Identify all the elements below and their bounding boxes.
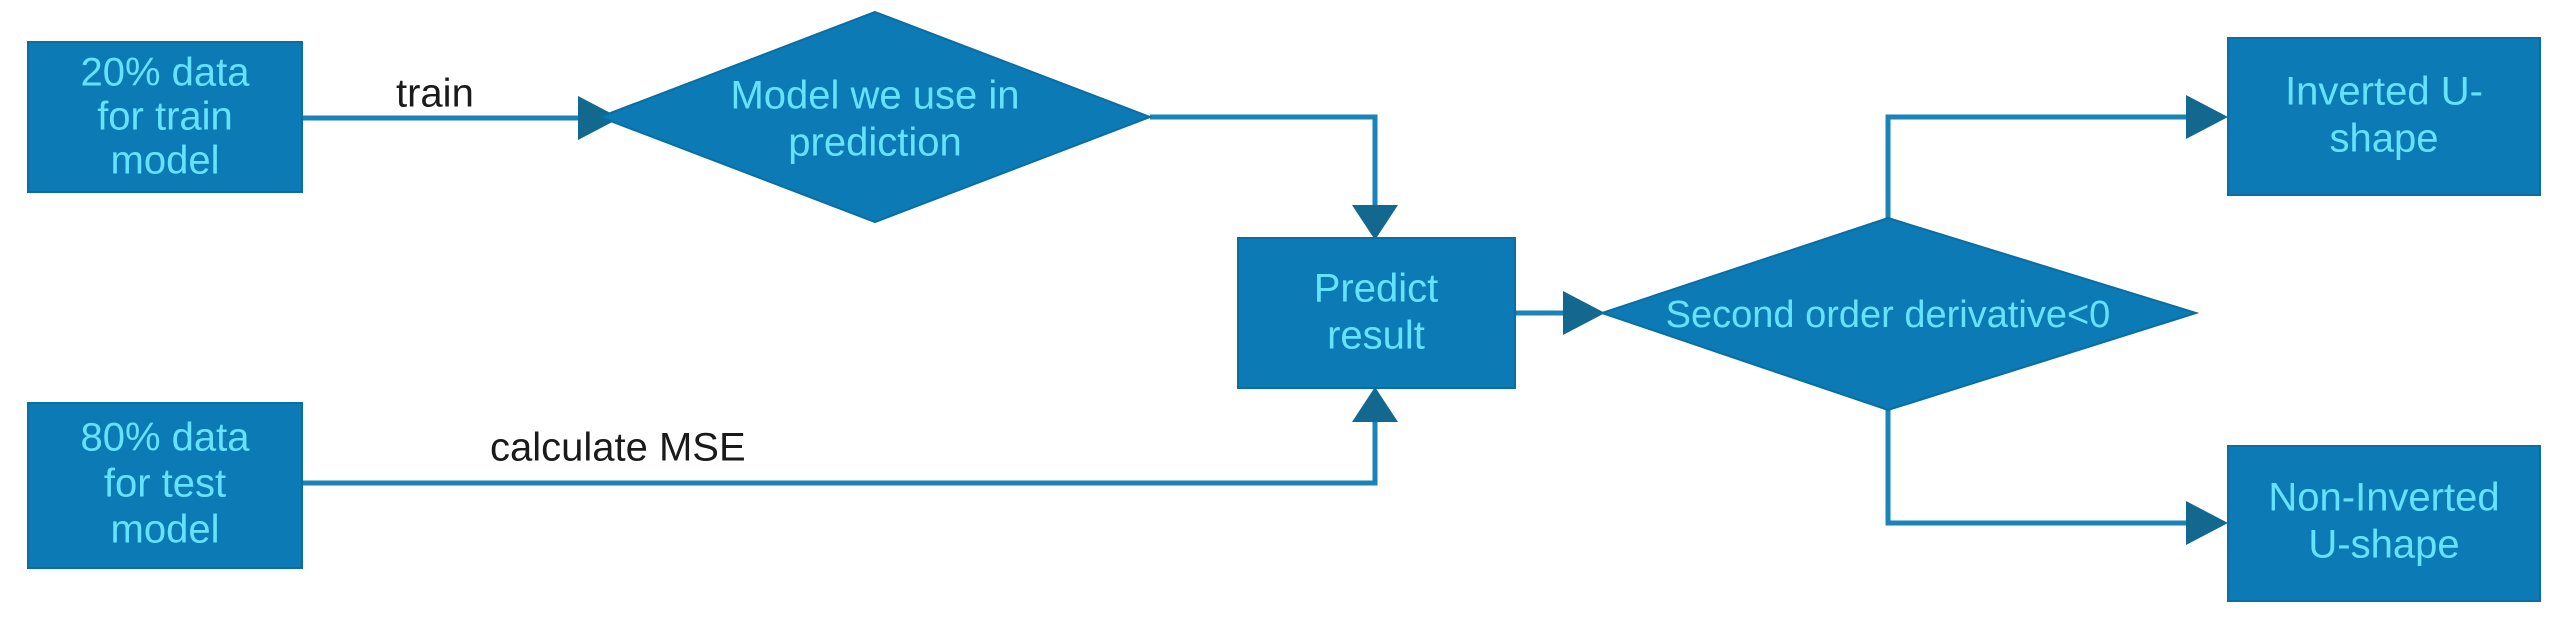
edge-label-calculate-mse: calculate MSE: [490, 426, 746, 470]
edge-decision-to-non-inverted-u: [1885, 410, 2228, 545]
node-train-data-line-1: 20% data: [80, 51, 250, 95]
node-train-data[interactable]: 20% data for train model: [27, 41, 303, 193]
edge-train-arrowhead: [578, 96, 620, 140]
node-inverted-u-line-2: shape: [2330, 117, 2439, 161]
edge-decision-to-non-inverted-u-arrowhead: [2186, 501, 2228, 545]
node-model-decision-diamond[interactable]: [597, 10, 1153, 224]
node-predict-result[interactable]: Predict result: [1237, 237, 1516, 389]
edge-model-to-predict-arrowhead: [1352, 205, 1398, 240]
edge-calculate-mse-line: [302, 422, 1378, 486]
node-predict-result-line-1: Predict: [1314, 267, 1439, 311]
node-test-data-line-1: 80% data: [80, 416, 250, 460]
node-inverted-u-line-1: Inverted U-: [2285, 70, 2483, 114]
node-second-derivative-decision-diamond[interactable]: [1598, 216, 2200, 412]
node-train-data-line-3: model: [111, 139, 220, 183]
node-train-data-rect[interactable]: [27, 41, 303, 193]
node-test-data-rect[interactable]: [27, 402, 303, 569]
edge-decision-to-inverted-u-arrowhead: [2186, 95, 2228, 139]
node-non-inverted-u-rect[interactable]: [2227, 445, 2541, 602]
edge-label-train: train: [396, 72, 474, 116]
node-model-decision[interactable]: Model we use in prediction: [597, 10, 1153, 224]
node-inverted-u[interactable]: Inverted U- shape: [2227, 37, 2541, 196]
edge-calculate-mse: [302, 387, 1398, 486]
node-train-data-line-2: for train: [97, 95, 233, 139]
edge-predict-to-decision-arrowhead: [1563, 291, 1605, 335]
node-non-inverted-u[interactable]: Non-Inverted U-shape: [2227, 445, 2541, 602]
node-non-inverted-u-line-1: Non-Inverted: [2268, 476, 2499, 520]
node-test-data[interactable]: 80% data for test model: [27, 402, 303, 569]
node-model-decision-line-2: prediction: [788, 121, 961, 165]
edge-model-to-predict-line: [1150, 114, 1378, 205]
edge-predict-to-decision: [1515, 291, 1605, 335]
edge-calculate-mse-arrowhead: [1352, 387, 1398, 422]
node-inverted-u-rect[interactable]: [2227, 37, 2541, 196]
node-predict-result-line-2: result: [1327, 314, 1425, 358]
edge-decision-to-inverted-u: [1885, 95, 2228, 218]
edge-train: [302, 96, 620, 140]
node-predict-result-rect[interactable]: [1237, 237, 1516, 389]
node-non-inverted-u-line-2: U-shape: [2308, 523, 2459, 567]
node-test-data-line-2: for test: [104, 462, 226, 506]
edge-decision-to-non-inverted-u-line: [1885, 410, 2188, 526]
node-test-data-line-3: model: [111, 508, 220, 552]
node-second-derivative-decision-line-1: Second order derivative<0: [1666, 294, 2111, 336]
edge-decision-to-inverted-u-line: [1885, 114, 2188, 218]
edge-model-to-predict: [1150, 114, 1398, 240]
node-model-decision-line-1: Model we use in: [730, 74, 1019, 118]
node-second-derivative-decision[interactable]: Second order derivative<0: [1598, 216, 2200, 412]
